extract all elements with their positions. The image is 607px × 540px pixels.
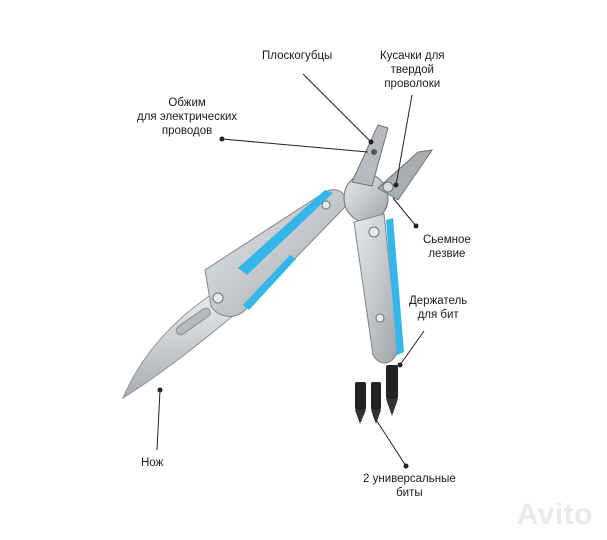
label-bit-holder-line-2: для бит — [417, 309, 459, 321]
label-bits: 2 универсальные биты — [363, 472, 456, 500]
label-wire-cutters-line-1: Кусачки для — [380, 50, 445, 62]
left-handle-blue-insert — [238, 190, 333, 275]
leader-removable-blade — [392, 197, 417, 227]
label-removable-blade-line-1: Сьемное — [423, 234, 471, 246]
right-handle-blue-insert — [386, 218, 404, 355]
label-crimper-line-1: Обжим — [168, 97, 206, 109]
left-handle-blue-lower — [243, 255, 296, 310]
label-wire-cutters-line-2: твердой — [390, 64, 434, 76]
bit-holder-tip — [386, 399, 398, 416]
right-handle-rivet-low — [375, 313, 385, 323]
label-removable-blade-line-2: лезвие — [428, 248, 466, 260]
leader-knife — [156, 389, 161, 451]
label-knife-line-1: Нож — [141, 457, 164, 469]
label-pliers: Плоскогубцы — [262, 49, 332, 63]
label-bit-holder-line-1: Держатель — [409, 295, 468, 307]
label-bits-line-1: 2 универсальные — [363, 473, 456, 485]
label-wire-cutters: Кусачки для твердой проволоки — [380, 49, 445, 91]
label-wire-cutters-line-3: проволоки — [384, 78, 441, 90]
blade-nail-nick — [175, 307, 211, 336]
label-removable-blade: Сьемное лезвие — [423, 233, 471, 261]
label-crimper: Обжим для электрических проводов — [137, 96, 237, 138]
label-bits-line-2: биты — [396, 487, 423, 499]
left-handle-rivet — [212, 292, 224, 304]
bit-holder-bit — [386, 365, 398, 399]
plier-jaw-left — [351, 124, 389, 187]
leader-bit-holder — [399, 330, 425, 366]
loose-bit-2 — [371, 382, 381, 410]
left-handle-rivet-top — [321, 200, 331, 210]
loose-bit-1-tip — [355, 410, 366, 424]
leader-wire-cutters — [395, 94, 413, 186]
crimp-hole — [371, 149, 377, 155]
loose-bit-2-tip — [371, 410, 381, 424]
leader-pliers — [302, 73, 372, 143]
label-crimper-line-3: проводов — [161, 125, 213, 137]
label-pliers-line-1: Плоскогубцы — [262, 50, 333, 62]
label-crimper-line-2: для электрических — [137, 111, 238, 123]
loose-bit-1 — [355, 382, 366, 410]
leader-bits — [372, 414, 407, 467]
label-knife: Нож — [141, 456, 163, 470]
cutter-bolt — [382, 181, 394, 193]
right-handle-rivet — [368, 226, 380, 238]
label-bit-holder: Держатель для бит — [409, 294, 467, 322]
leader-crimper — [221, 138, 369, 153]
avito-watermark: Avito — [516, 498, 593, 531]
plier-jaw-right — [377, 149, 434, 201]
